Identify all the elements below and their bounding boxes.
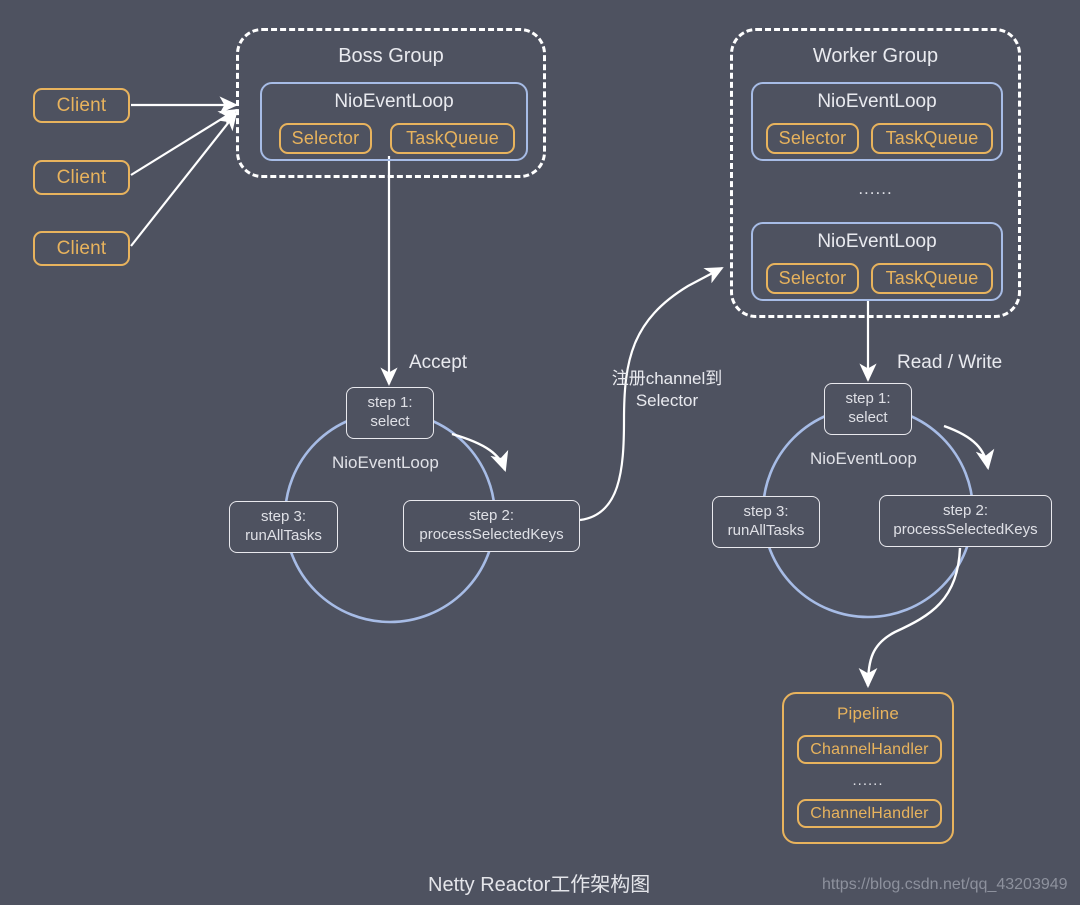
diagram-caption: Netty Reactor工作架构图 xyxy=(428,874,651,896)
boss-step-2[interactable]: step 2: processSelectedKeys xyxy=(403,500,580,552)
boss-nioeventloop-title: NioEventLoop xyxy=(334,91,454,112)
worker2-taskqueue-label: TaskQueue xyxy=(885,268,979,288)
boss-step-3-line2: runAllTasks xyxy=(245,527,322,544)
worker-step-3[interactable]: step 3: runAllTasks xyxy=(712,496,820,548)
boss-step-1[interactable]: step 1: select xyxy=(346,387,434,439)
worker-nioeventloop-title: NioEventLoop xyxy=(817,231,937,252)
channel-handler-label: ChannelHandler xyxy=(810,740,929,758)
client-label: Client xyxy=(56,166,107,188)
worker1-taskqueue-label: TaskQueue xyxy=(885,128,979,148)
client2-to-boss-arrow xyxy=(130,108,238,176)
worker-nioeventloop-2[interactable]: NioEventLoop Selector TaskQueue xyxy=(751,222,1003,301)
worker-step-2-line2: processSelectedKeys xyxy=(893,521,1038,538)
worker-step-2[interactable]: step 2: processSelectedKeys xyxy=(879,495,1052,547)
worker2-selector-label: Selector xyxy=(778,268,847,288)
boss-cycle-center-label: NioEventLoop xyxy=(332,453,439,472)
worker-to-pipeline-arrow xyxy=(858,547,962,689)
boss-step-3-line1: step 3: xyxy=(260,508,307,526)
boss-step-2-line1: step 2: xyxy=(468,507,515,525)
worker-step-1-line1: step 1: xyxy=(845,390,891,408)
worker1-selector-box[interactable]: Selector xyxy=(766,123,859,154)
client-box-2[interactable]: Client xyxy=(33,160,130,195)
boss-group-title: Boss Group xyxy=(338,45,444,67)
worker-step-2-line1: step 2: xyxy=(942,502,989,520)
boss-selector-box[interactable]: Selector xyxy=(279,123,372,154)
worker1-taskqueue-box[interactable]: TaskQueue xyxy=(871,123,993,154)
channel-handler-label: ChannelHandler xyxy=(810,804,929,822)
boss-taskqueue-box[interactable]: TaskQueue xyxy=(390,123,515,154)
boss-taskqueue-label: TaskQueue xyxy=(406,128,499,148)
read-write-label: Read / Write xyxy=(897,352,1003,373)
channel-handler-1[interactable]: ChannelHandler xyxy=(797,735,942,764)
boss-selector-label: Selector xyxy=(291,128,360,148)
accept-label: Accept xyxy=(409,352,468,373)
pipeline-box[interactable]: Pipeline ChannelHandler ...... ChannelHa… xyxy=(782,692,954,844)
pipeline-title: Pipeline xyxy=(836,704,900,723)
boss-step-1-line2: select xyxy=(370,413,410,430)
worker-step1-to-step2-arrow xyxy=(943,424,995,471)
pipeline-ellipsis: ...... xyxy=(852,772,884,789)
worker-step-3-line2: runAllTasks xyxy=(727,522,805,539)
boss-nioeventloop[interactable]: NioEventLoop Selector TaskQueue xyxy=(260,82,528,161)
client-label: Client xyxy=(56,94,107,116)
worker-step-3-line1: step 3: xyxy=(743,503,789,521)
client-box-1[interactable]: Client xyxy=(33,88,130,123)
boss-step-2-line2: processSelectedKeys xyxy=(419,526,564,543)
worker-group: Worker Group NioEventLoop Selector TaskQ… xyxy=(730,28,1021,318)
watermark: https://blog.csdn.net/qq_43203949 xyxy=(822,876,1068,893)
worker-group-title: Worker Group xyxy=(812,45,939,67)
worker1-selector-label: Selector xyxy=(778,128,847,148)
worker-step-1[interactable]: step 1: select xyxy=(824,383,912,435)
client3-to-boss-arrow xyxy=(130,111,238,247)
client-label: Client xyxy=(56,237,107,259)
boss-step-3[interactable]: step 3: runAllTasks xyxy=(229,501,338,553)
worker2-selector-box[interactable]: Selector xyxy=(766,263,859,294)
boss-step1-to-step2-arrow xyxy=(451,432,509,473)
worker-step-1-line2: select xyxy=(848,409,888,426)
worker-group-ellipsis: ...... xyxy=(858,179,893,198)
register-channel-label: 注册channel到 Selector xyxy=(611,369,723,411)
worker-cycle-center-label: NioEventLoop xyxy=(810,449,917,468)
worker-nioeventloop-title: NioEventLoop xyxy=(817,91,937,112)
boss-group: Boss Group NioEventLoop Selector TaskQue… xyxy=(236,28,546,178)
client-box-3[interactable]: Client xyxy=(33,231,130,266)
boss-step-1-line1: step 1: xyxy=(367,394,413,412)
channel-handler-2[interactable]: ChannelHandler xyxy=(797,799,942,828)
worker-nioeventloop-1[interactable]: NioEventLoop Selector TaskQueue xyxy=(751,82,1003,161)
worker2-taskqueue-box[interactable]: TaskQueue xyxy=(871,263,993,294)
